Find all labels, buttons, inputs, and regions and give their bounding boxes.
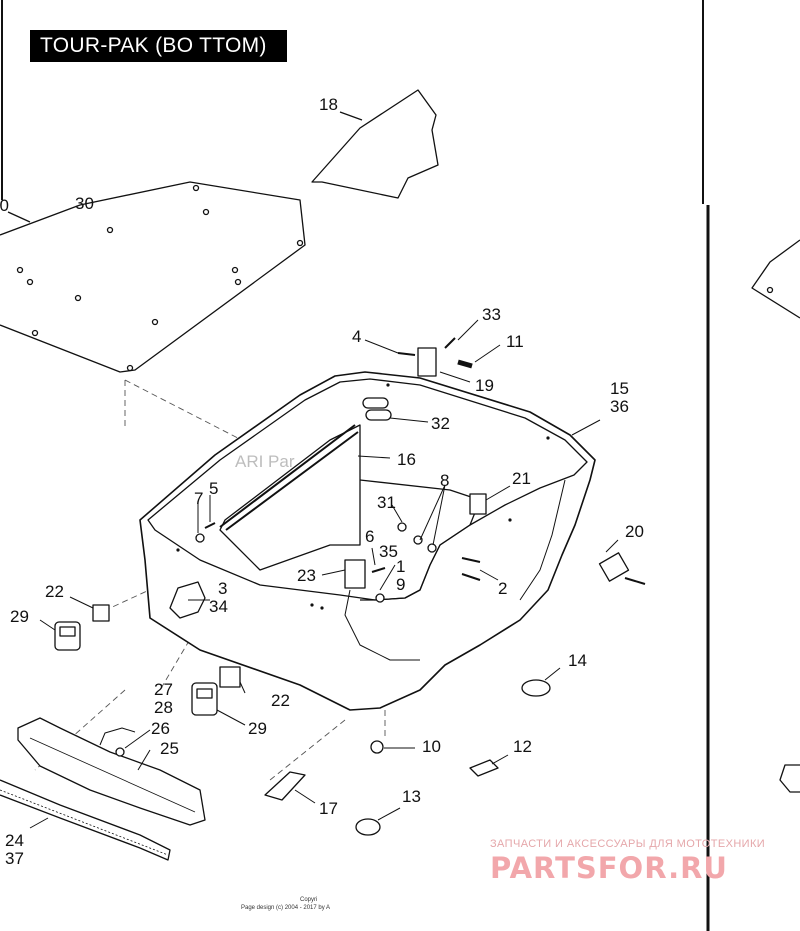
stub-hole	[766, 286, 774, 294]
part-15-tour-pak-bottom	[139, 371, 596, 711]
plate-right-stub	[751, 239, 800, 319]
callout-23[interactable]: 23	[297, 566, 316, 585]
shell-holes	[176, 383, 550, 610]
callout-29b[interactable]: 29	[248, 719, 267, 738]
part-16-gasket-strip	[219, 424, 359, 531]
part-29-reflector-inner	[59, 626, 76, 637]
part-25-light-bar	[17, 717, 206, 826]
callout-13[interactable]: 13	[402, 787, 421, 806]
callout-19[interactable]: 19	[475, 376, 494, 395]
callout-8[interactable]: 8	[440, 471, 450, 490]
part-14-plug	[521, 679, 551, 697]
part-3-lock-housing	[169, 581, 206, 619]
callout-6[interactable]: 6	[365, 527, 375, 546]
callout-3[interactable]: 3	[218, 579, 228, 598]
callout-34[interactable]: 34	[209, 597, 228, 616]
callout-32[interactable]: 32	[431, 414, 450, 433]
callout-16[interactable]: 16	[397, 450, 416, 469]
callout-14[interactable]: 14	[568, 651, 587, 670]
callout-30a[interactable]: 30	[0, 196, 9, 215]
callout-21[interactable]: 21	[512, 469, 531, 488]
part-10-nut	[370, 740, 384, 754]
washers	[195, 522, 437, 603]
part-17-bracket	[264, 771, 306, 801]
part-24-trim-strip	[0, 779, 171, 861]
callout-37[interactable]: 37	[5, 849, 24, 868]
callout-4[interactable]: 4	[352, 327, 362, 346]
callout-29a[interactable]: 29	[10, 607, 29, 626]
part-26-bulb	[115, 747, 125, 757]
shop-logo[interactable]: PARTSFOR.RU	[490, 851, 728, 885]
callout-2[interactable]: 2	[498, 579, 508, 598]
shop-tagline: ЗАПЧАСТИ И АКСЕССУАРЫ ДЛЯ МОТОТЕХНИКИ	[490, 838, 766, 850]
right-trim-stub	[779, 764, 800, 793]
copyright-line-2: Page design (c) 2004 - 2017 by A	[241, 905, 331, 911]
part-32-hinge-plate-b	[365, 409, 392, 421]
callout-25[interactable]: 25	[160, 739, 179, 758]
part-22-reflector-mount-b	[219, 666, 241, 688]
hardware-fasteners	[204, 337, 481, 581]
callout-10[interactable]: 10	[422, 737, 441, 756]
callout-9[interactable]: 9	[396, 575, 406, 594]
part-18-lid-insert	[311, 89, 439, 199]
part-22-reflector-mount	[92, 604, 110, 622]
callout-7[interactable]: 7	[194, 489, 204, 508]
plate-holes	[16, 184, 304, 372]
part-12-clip	[469, 759, 499, 777]
callout-1[interactable]: 1	[396, 557, 406, 576]
shell-side-curve	[519, 479, 566, 601]
callout-26[interactable]: 26	[151, 719, 170, 738]
shell-rim-inner	[147, 378, 588, 601]
part-29-reflector-b	[191, 682, 218, 716]
leader-18	[339, 111, 363, 121]
callout-18[interactable]: 18	[319, 95, 338, 114]
part-32-hinge-plate	[362, 397, 389, 409]
copyright-line-1: Copyri	[300, 897, 318, 903]
part-30-mounting-plate	[0, 181, 306, 373]
shell-floor	[359, 479, 481, 601]
callout-24[interactable]: 24	[5, 831, 24, 850]
callout-28[interactable]: 28	[154, 698, 173, 717]
callout-12[interactable]: 12	[513, 737, 532, 756]
callout-27[interactable]: 27	[154, 680, 173, 699]
callout-31[interactable]: 31	[377, 493, 396, 512]
part-20-strike-plate	[598, 552, 630, 582]
leader-30	[7, 211, 31, 223]
callout-5[interactable]: 5	[209, 479, 219, 498]
callout-35[interactable]: 35	[379, 542, 398, 561]
leader-lines	[29, 319, 619, 829]
callout-30b[interactable]: 30	[75, 194, 94, 213]
callout-36[interactable]: 36	[610, 397, 629, 416]
shell-lower-bulge	[344, 589, 420, 661]
light-bar-detail	[29, 737, 196, 813]
part-13-plug	[355, 818, 381, 836]
callout-11[interactable]: 11	[506, 332, 524, 351]
callout-22b[interactable]: 22	[271, 691, 290, 710]
callout-15[interactable]: 15	[610, 379, 629, 398]
part-23-latch-block	[344, 559, 366, 589]
callout-33[interactable]: 33	[482, 305, 501, 324]
callout-17[interactable]: 17	[319, 799, 338, 818]
part-28-wire	[99, 727, 136, 746]
part-29-reflector-b-inner	[196, 688, 213, 699]
callout-22a[interactable]: 22	[45, 582, 64, 601]
part-21-bracket	[469, 493, 487, 515]
shell-inner-wall	[219, 424, 361, 571]
callout-20[interactable]: 20	[625, 522, 644, 541]
part-19-hinge	[417, 347, 437, 377]
diagram-title: TOUR-PAK (BO TTOM)	[30, 30, 287, 62]
part-20-screw	[624, 577, 646, 585]
watermark-text: ARI Par	[235, 452, 295, 471]
